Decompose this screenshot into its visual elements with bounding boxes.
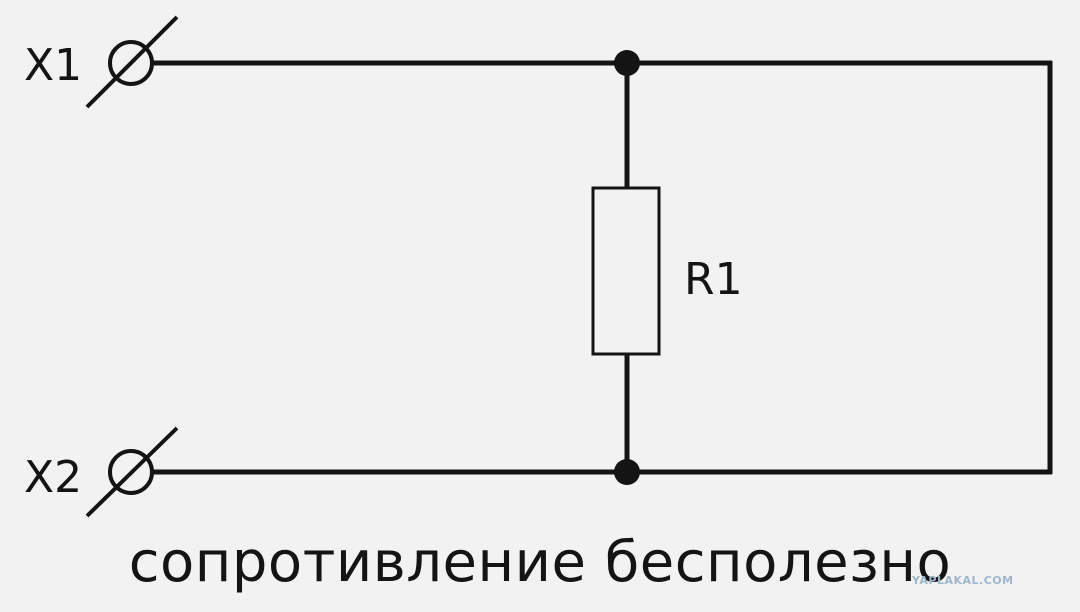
terminal-x2-label: X2 (24, 452, 82, 503)
watermark: YAPLAKAL.COM (912, 574, 1014, 587)
resistor-body (591, 186, 661, 356)
terminal-x2-symbol (85, 426, 179, 518)
terminal-x1-symbol (85, 15, 179, 109)
junction-bottom (614, 459, 640, 485)
resistor-label: R1 (684, 254, 743, 305)
terminal-x1-label: X1 (24, 40, 82, 91)
caption: сопротивление бесполезно (128, 530, 952, 595)
junction-top (614, 50, 640, 76)
